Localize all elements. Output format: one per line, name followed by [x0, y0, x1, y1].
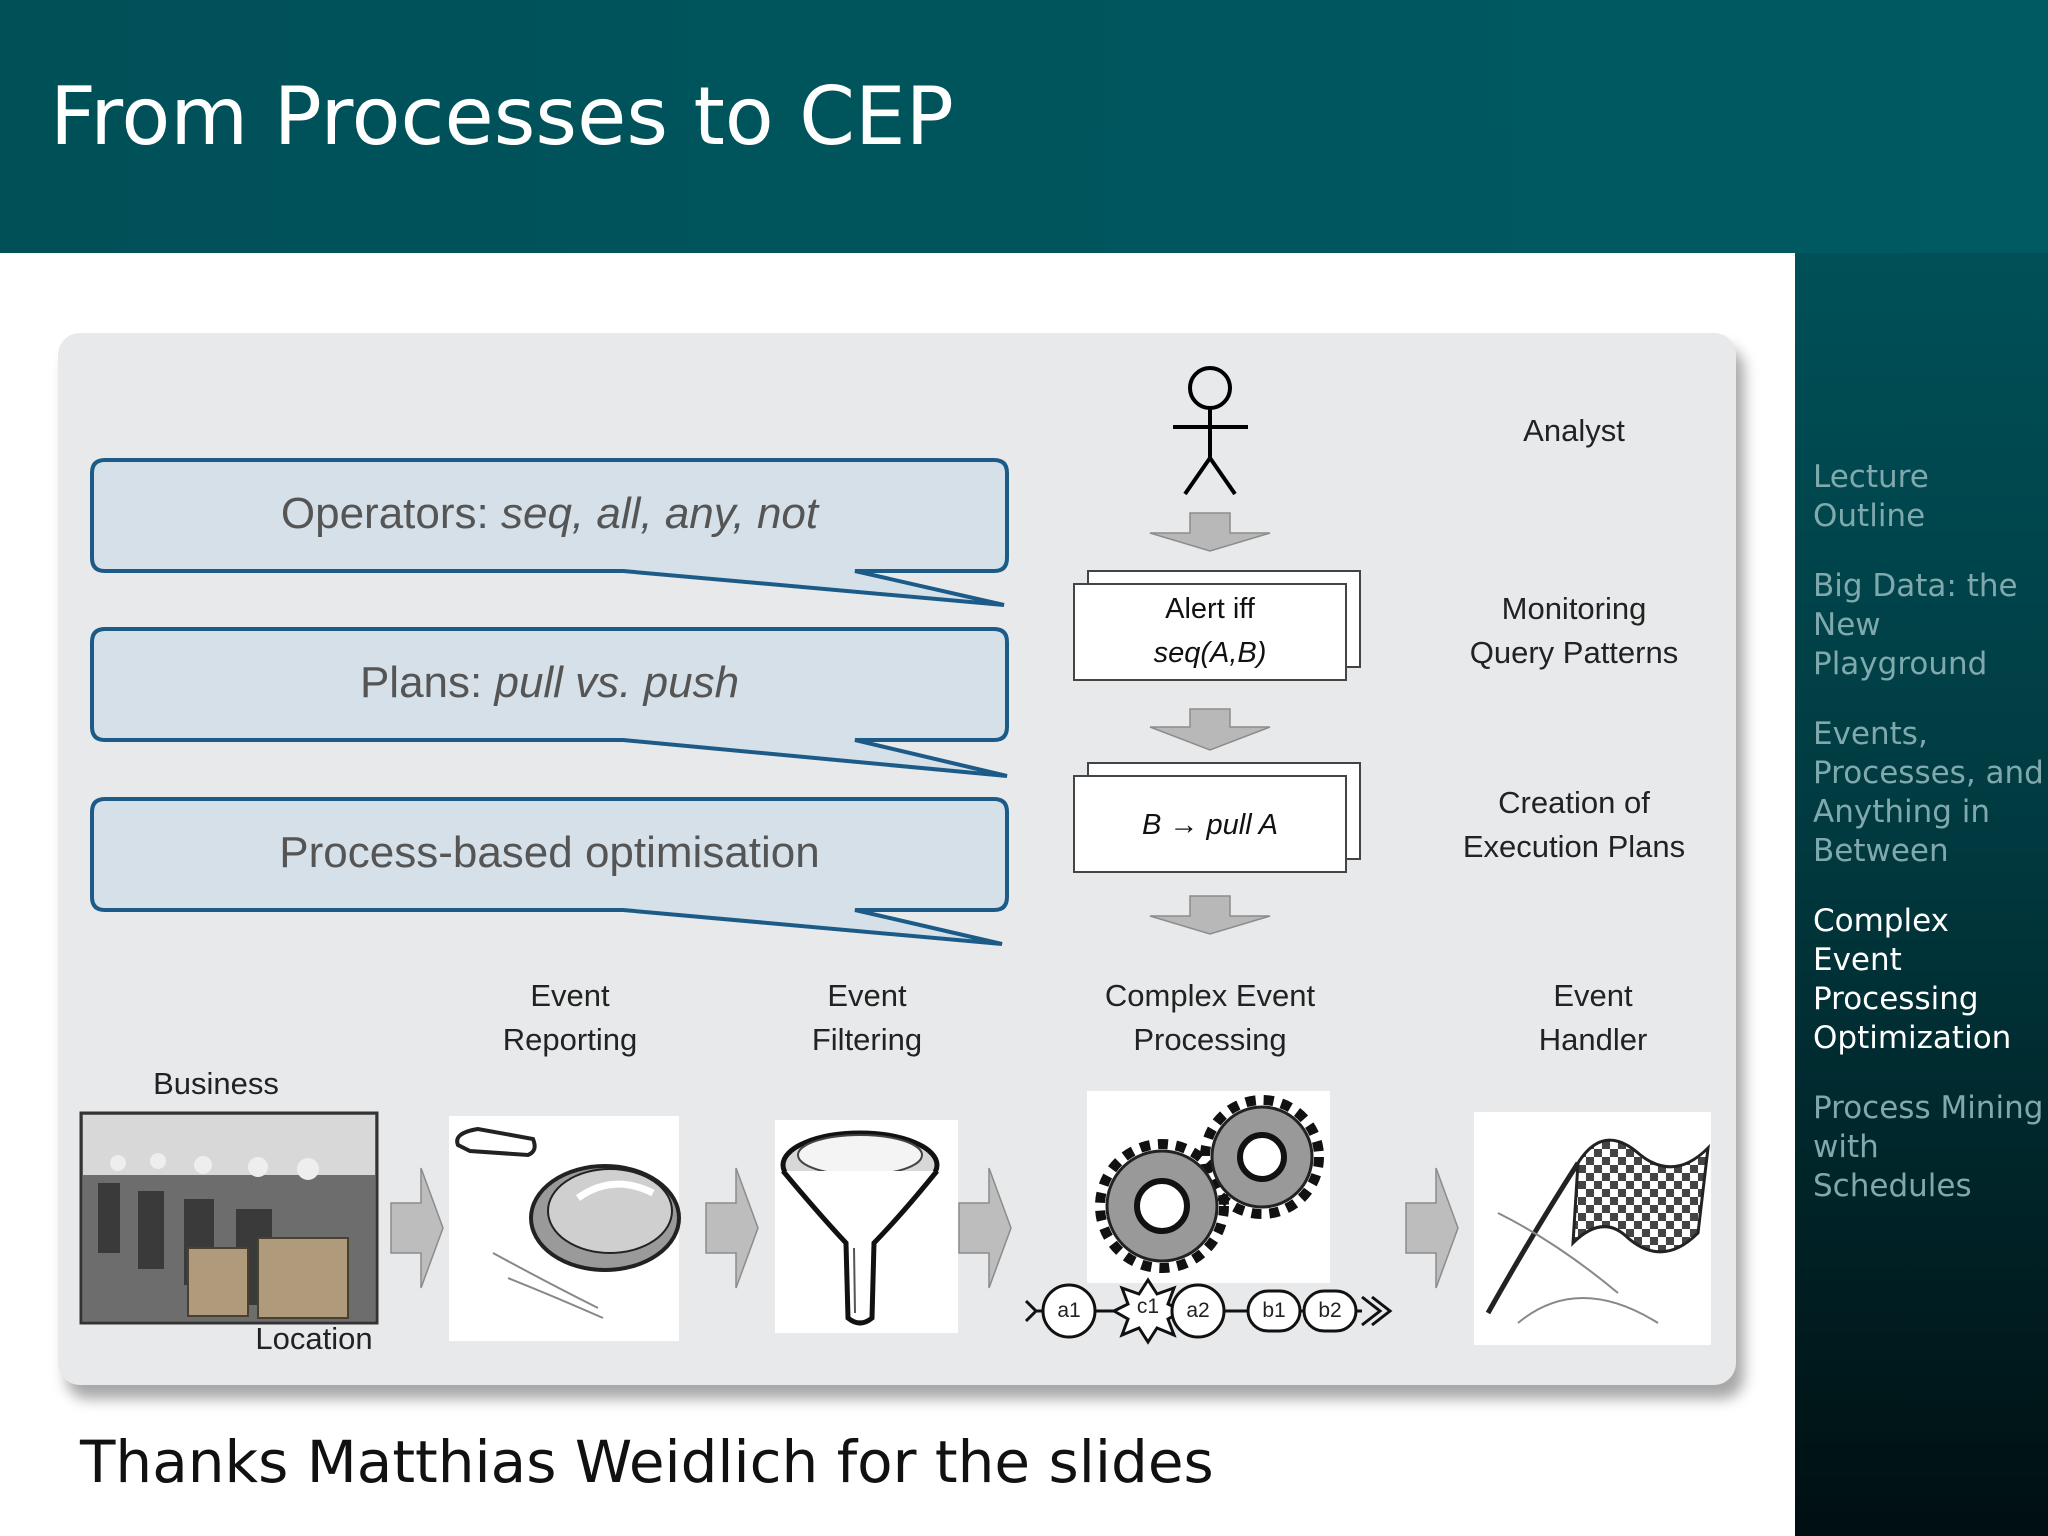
callout-optimisation-text: Process-based optimisation [279, 828, 820, 877]
callout-operators-text: Operators: seq, all, any, not [92, 486, 1007, 542]
event-handler-label-line-2: Handler [1538, 1022, 1648, 1057]
monitoring-label-line-2: Query Patterns [1469, 635, 1679, 670]
right-arrow-icon [705, 1167, 759, 1289]
callout-optimisation-shape [90, 797, 1009, 946]
plan-document-shape [1073, 762, 1361, 873]
operators-list: seq, all, any, not [500, 489, 819, 538]
event-a1: a1 [1057, 1299, 1081, 1322]
event-filtering-label-line-2: Filtering [811, 1022, 923, 1057]
callout-plans-text: Plans: pull vs. push [92, 655, 1007, 711]
query-line-1: Alert iff [1165, 593, 1255, 625]
down-arrow-icon [1149, 708, 1271, 751]
nav-item-lecture-outline[interactable]: Lecture Outline [1813, 459, 1929, 534]
monitoring-label-line-1: Monitoring [1501, 591, 1647, 626]
office-photo [79, 1111, 379, 1325]
operators-label: Operators: [280, 489, 501, 538]
callout-plans-shape [90, 627, 1009, 778]
stick-figure-icon [1173, 366, 1248, 496]
nav-item-cep-optimization[interactable]: Complex Event Processing Optimization [1813, 903, 2012, 1056]
event-reporting-label-line-1: Event [530, 978, 610, 1013]
right-arrow-icon [958, 1167, 1012, 1289]
right-arrow-icon [390, 1167, 444, 1289]
callout-operators-shape [90, 458, 1009, 607]
plans-label: Plans: [359, 658, 495, 707]
event-a2: a2 [1186, 1299, 1210, 1322]
plan-text: B → pull A [1142, 809, 1278, 841]
plans-options: pull vs. push [494, 658, 740, 707]
diagram-graphics [79, 366, 1711, 1345]
slide-footer: Thanks Matthias Weidlich for the slides [80, 1428, 1214, 1496]
event-handler-label-line-1: Event [1553, 978, 1633, 1013]
cep-label-line-1: Complex Event [1104, 978, 1316, 1013]
business-label: Business [153, 1066, 279, 1101]
query-document-shape [1073, 570, 1361, 681]
right-arrow-icon [1405, 1167, 1459, 1289]
execution-label-line-1: Creation of [1498, 785, 1650, 820]
event-filtering-label-line-1: Event [827, 978, 907, 1013]
down-arrow-icon [1149, 512, 1271, 552]
nav-item-big-data[interactable]: Big Data: the New Playground [1813, 568, 2018, 682]
event-stream [1024, 1277, 1393, 1345]
slide-title: From Processes to CEP [50, 70, 954, 163]
diagram-panel: Operators: seq, all, any, not Plans: pul… [58, 333, 1736, 1385]
outline-nav: Lecture Outline Big Data: the New Playgr… [1813, 458, 2045, 1237]
checkered-flag-icon [1474, 1112, 1711, 1345]
cep-label-line-2: Processing [1133, 1022, 1287, 1057]
gears-icon [1087, 1091, 1330, 1283]
event-b1: b1 [1262, 1299, 1286, 1322]
event-c1: c1 [1136, 1295, 1160, 1318]
event-b2: b2 [1318, 1299, 1342, 1322]
event-reporting-label-line-2: Reporting [502, 1022, 638, 1057]
down-arrow-icon [1149, 895, 1271, 935]
nav-item-events-processes[interactable]: Events, Processes, and Anything in Betwe… [1813, 716, 2044, 869]
slide-header: From Processes to CEP [0, 0, 2048, 253]
frying-pan-icon [449, 1116, 681, 1341]
nav-item-process-mining[interactable]: Process Mining with Schedules [1813, 1090, 2044, 1204]
query-line-2: seq(A,B) [1153, 637, 1267, 669]
location-label: Location [255, 1321, 373, 1356]
execution-label-line-2: Execution Plans [1462, 829, 1686, 864]
funnel-icon [775, 1120, 958, 1333]
sidebar: Lecture Outline Big Data: the New Playgr… [1795, 253, 2048, 1536]
analyst-label: Analyst [1523, 413, 1625, 448]
